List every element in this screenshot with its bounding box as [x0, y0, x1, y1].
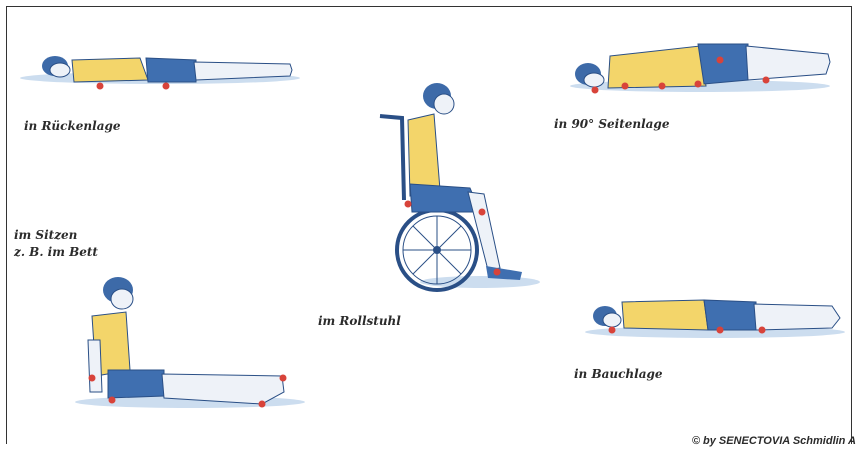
- figure-prone: [585, 300, 845, 338]
- label-side: in 90° Seitenlage: [554, 116, 669, 132]
- label-supine: in Rückenlage: [24, 118, 121, 134]
- figure-supine: [20, 56, 300, 90]
- figure-wheelchair: [380, 83, 540, 290]
- label-prone: in Bauchlage: [574, 366, 663, 382]
- figure-side: [570, 44, 830, 94]
- copyright-notice: © by SENECTOVIA Schmidlin A: [692, 435, 856, 447]
- label-sitting-line1: im Sitzen: [14, 227, 77, 243]
- figure-sitting: [75, 277, 305, 408]
- label-sitting-line2: z. B. im Bett: [14, 244, 98, 260]
- label-wheelchair: im Rollstuhl: [318, 313, 401, 329]
